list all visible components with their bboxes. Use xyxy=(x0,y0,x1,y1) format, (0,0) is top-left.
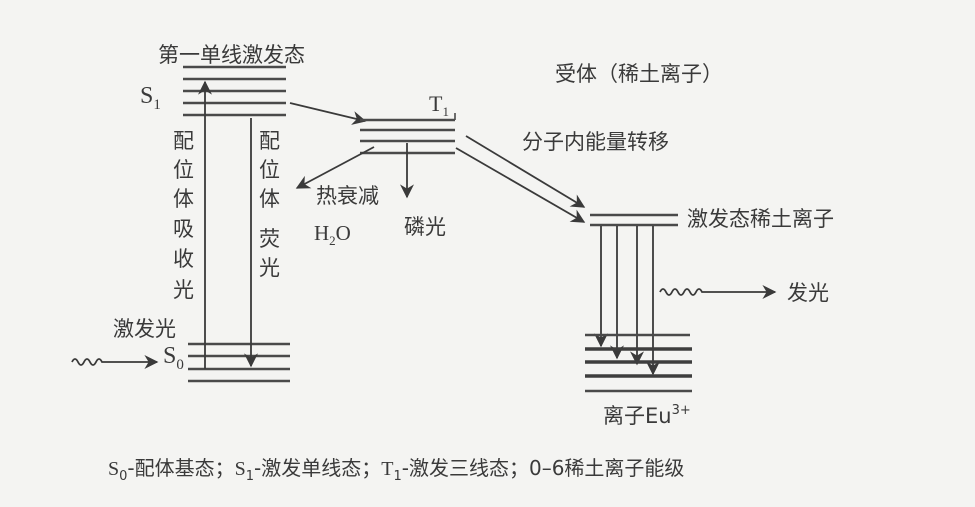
excited-rare-earth-label: 激发态稀土离子 xyxy=(687,207,834,231)
phosphorescence-label: 磷光 xyxy=(404,215,446,239)
energy-transfer-arrow xyxy=(455,147,586,223)
intersystem-crossing-arrow xyxy=(289,102,367,125)
s0-energy-levels xyxy=(188,342,290,383)
energy-transfer-arrow xyxy=(465,135,586,208)
thermal-decay-label: 热衰减 xyxy=(316,184,379,208)
eu-ion-energy-levels xyxy=(585,333,692,393)
fluorescence-char: 体 xyxy=(259,187,280,211)
t1-label: T1 xyxy=(429,91,449,119)
absorption-char: 配 xyxy=(173,129,194,153)
absorption-char: 光 xyxy=(173,278,194,302)
first-singlet-excited-state-label: 第一单线激发态 xyxy=(158,43,305,67)
emission-label: 发光 xyxy=(787,281,829,305)
absorption-char: 体 xyxy=(173,187,194,211)
excitation-wave-icon xyxy=(71,355,159,369)
t1-energy-levels xyxy=(360,118,455,155)
emission-wave-icon xyxy=(659,285,777,299)
excitation-light-label: 激发光 xyxy=(113,317,176,341)
absorption-char: 收 xyxy=(173,247,194,271)
legend-caption: S0-配体基态；S1-激发单线态；T1-激发三线态；0–6稀土离子能级 xyxy=(108,456,684,484)
absorption-char: 位 xyxy=(173,158,194,182)
water-label: H2O xyxy=(314,221,351,248)
s0-label: S0 xyxy=(163,343,184,373)
fluorescence-char: 配 xyxy=(259,129,280,153)
s1-label: S1 xyxy=(140,83,161,113)
excited-rare-earth-levels xyxy=(590,213,678,227)
s1-energy-levels xyxy=(183,65,286,117)
eu-ion-label: 离子Eu3+ xyxy=(603,403,691,428)
energy-transfer-label: 分子内能量转移 xyxy=(522,130,669,154)
thermal-decay-arrow xyxy=(295,146,375,189)
acceptor-label: 受体（稀土离子） xyxy=(555,62,723,86)
fluorescence-char: 荧 xyxy=(259,227,280,251)
ligand-absorption-label: 配 位 体 吸 收 光 xyxy=(173,129,194,302)
absorption-char: 吸 xyxy=(173,217,194,241)
fluorescence-char: 位 xyxy=(259,158,280,182)
ligand-fluorescence-label: 配 位 体 荧 光 xyxy=(259,129,280,280)
fluorescence-char: 光 xyxy=(259,256,280,280)
